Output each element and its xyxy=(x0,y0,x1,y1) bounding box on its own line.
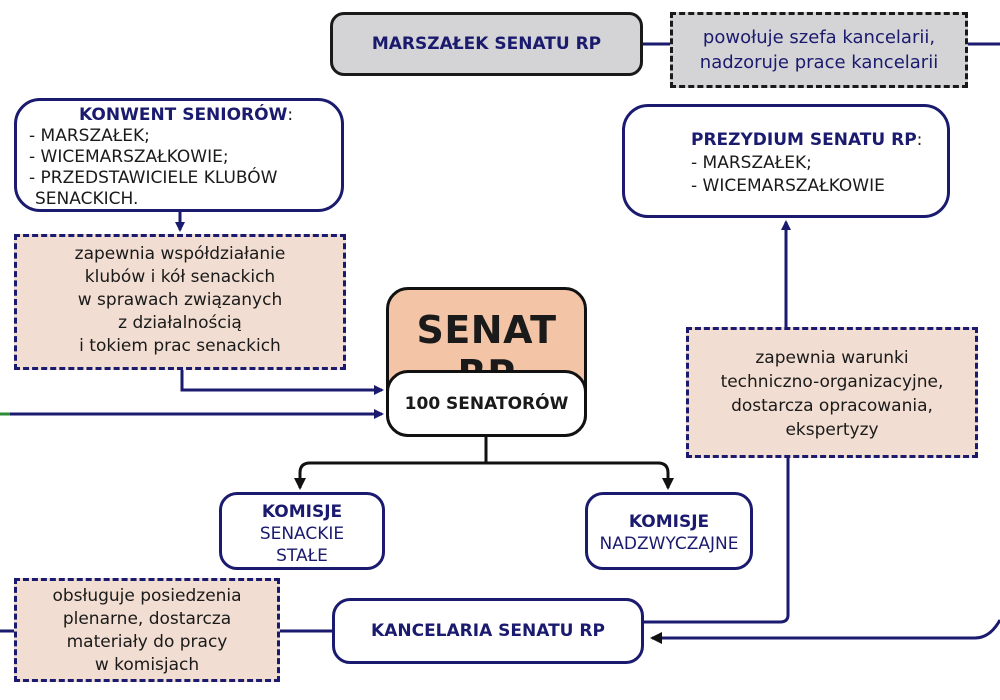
plenary-note-line-2: plenarne, dostarcza xyxy=(62,609,232,629)
prezydium-item-1: - MARSZAŁEK; xyxy=(691,153,812,173)
konwent-note-box: zapewnia współdziałanie klubów i kół sen… xyxy=(14,234,346,370)
konwent-item-1: - MARSZAŁEK; xyxy=(29,126,150,146)
plenary-note-line-4: w komisjach xyxy=(94,655,200,675)
senat-subtitle: 100 SENATORÓW xyxy=(404,393,569,414)
komisje-nadzw-title: KOMISJE xyxy=(628,512,710,532)
arrow-senat-to-komisje-stale xyxy=(294,437,488,490)
konwent-note-line-3: w sprawach związanych xyxy=(77,290,283,310)
kancelaria-note-line-4: ekspertyzy xyxy=(785,420,879,440)
komisje-nadzw-line-1: NADZWYCZAJNE xyxy=(599,534,739,554)
prezydium-colon: : xyxy=(916,130,923,150)
marszalek-note-line-2: nadzoruje prace kancelarii xyxy=(699,52,939,73)
senat-subtitle-box: 100 SENATORÓW xyxy=(386,370,587,437)
arrow-konwent-note-to-senat xyxy=(180,370,384,395)
arrow-right-edge-to-kancelaria xyxy=(650,619,1000,644)
prezydium-item-2: - WICEMARSZAŁKOWIE xyxy=(691,176,885,196)
konwent-title: KONWENT SENIORÓW xyxy=(79,105,288,125)
komisje-stale-line-1: SENACKIE xyxy=(259,524,345,544)
konwent-item-2: - WICEMARSZAŁKOWIE; xyxy=(29,147,229,167)
konwent-note-line-5: i tokiem prac senackich xyxy=(79,336,281,356)
arrow-senat-to-komisje-nadzw xyxy=(486,461,674,490)
prezydium-box: PREZYDIUM SENATU RP: - MARSZAŁEK; - WICE… xyxy=(622,104,950,218)
kancelaria-box: KANCELARIA SENATU RP xyxy=(332,598,644,664)
marszalek-box: MARSZAŁEK SENATU RP xyxy=(330,12,643,76)
konwent-note-line-2: klubów i kół senackich xyxy=(84,267,276,287)
marszalek-title: MARSZAŁEK SENATU RP xyxy=(371,34,602,54)
komisje-stale-title: KOMISJE xyxy=(261,502,343,522)
konwent-item-3: - PRZEDSTAWICIELE KLUBÓW xyxy=(29,168,278,188)
plenary-note-line-3: materiały do pracy xyxy=(66,632,228,652)
konwent-box: KONWENT SENIORÓW: - MARSZAŁEK; - WICEMAR… xyxy=(14,98,344,212)
kancelaria-note-line-2: techniczno-organizacyjne, xyxy=(720,372,944,392)
connector-kancelaria-note-to-kancelaria xyxy=(644,458,790,624)
konwent-note-line-1: zapewnia współdziałanie xyxy=(74,244,286,264)
kancelaria-title: KANCELARIA SENATU RP xyxy=(371,621,605,641)
komisje-stale-line-2: STAŁE xyxy=(276,546,328,566)
marszalek-note-box: powołuje szefa kancelarii, nadzoruje pra… xyxy=(670,12,968,88)
komisje-stale-box: KOMISJE SENACKIE STAŁE xyxy=(219,492,385,570)
kancelaria-note-line-1: zapewnia warunki xyxy=(755,348,909,368)
konwent-item-4: SENACKICH. xyxy=(35,189,139,209)
komisje-nadzw-box: KOMISJE NADZWYCZAJNE xyxy=(585,492,753,570)
konwent-colon: : xyxy=(287,105,294,125)
kancelaria-note-box: zapewnia warunki techniczno-organizacyjn… xyxy=(686,327,978,458)
kancelaria-note-line-3: dostarcza opracowania, xyxy=(731,396,933,416)
konwent-note-line-4: z działalnością xyxy=(118,313,242,333)
marszalek-note-line-1: powołuje szefa kancelarii, xyxy=(702,27,936,48)
plenary-note-box: obsługuje posiedzenia plenarne, dostarcz… xyxy=(14,578,280,682)
plenary-note-line-1: obsługuje posiedzenia xyxy=(52,586,242,606)
prezydium-title: PREZYDIUM SENATU RP xyxy=(691,130,917,150)
